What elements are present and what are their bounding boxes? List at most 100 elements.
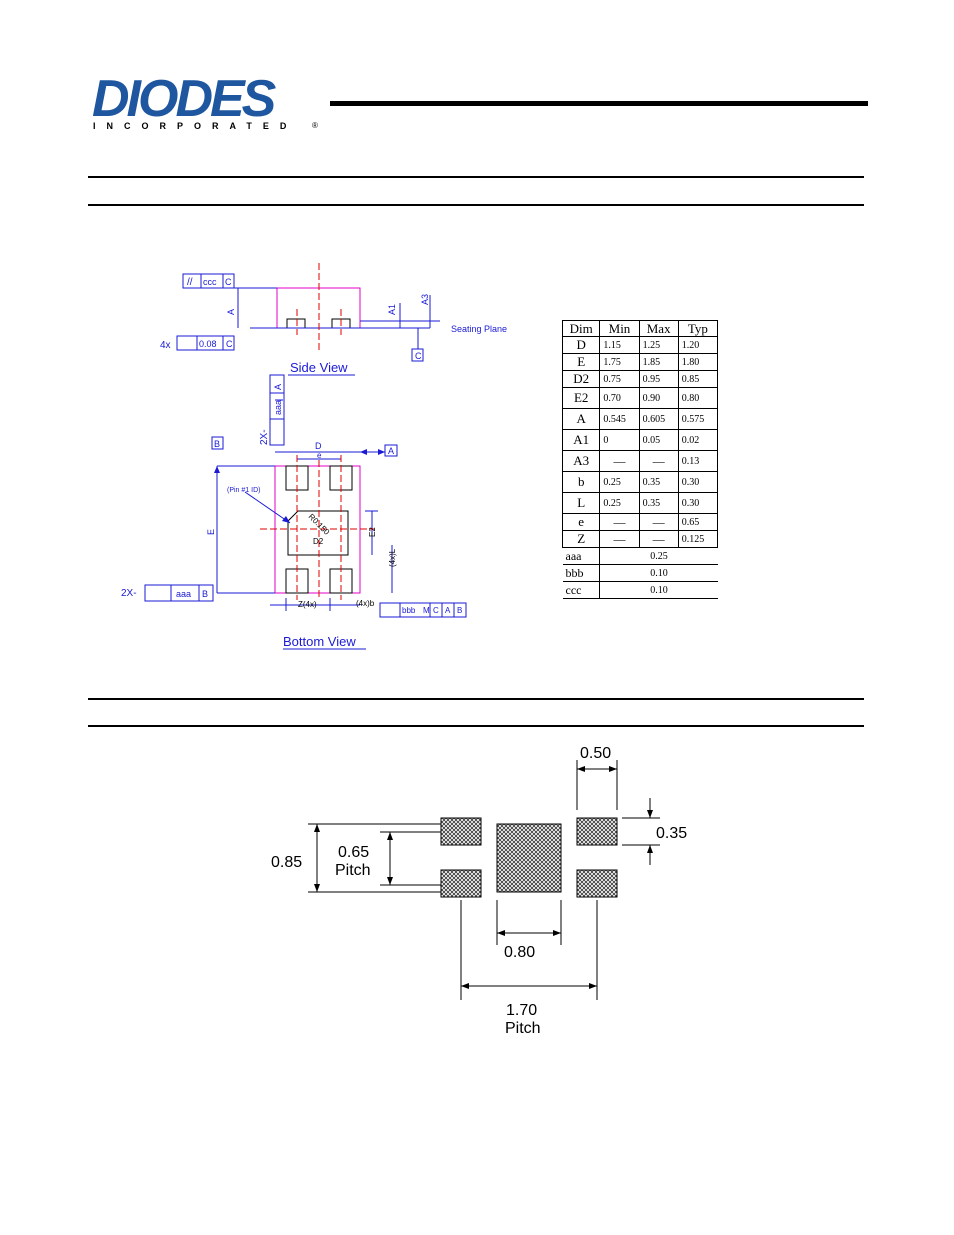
diodes-logo: DIODES INCORPORATED ® xyxy=(92,72,318,131)
label-a-vert: A xyxy=(273,384,283,390)
pad-bottom-left xyxy=(440,869,482,898)
cell-min: 1.75 xyxy=(599,353,640,371)
col-header-min: Min xyxy=(599,320,640,337)
label-2x-left: 2X- xyxy=(121,588,137,599)
label-d2: D2 xyxy=(313,537,324,546)
label-a-frame: A xyxy=(388,446,394,456)
cell-max: 0.05 xyxy=(638,429,679,451)
label-bbb: bbb xyxy=(402,606,416,615)
side-view-label: Side View xyxy=(290,360,348,375)
cell-max: 0.35 xyxy=(638,492,679,514)
trademark-symbol: ® xyxy=(312,121,318,130)
cell-max: 0.90 xyxy=(638,387,679,409)
cell-max: — xyxy=(638,450,679,472)
cell-max: 0.605 xyxy=(638,408,679,430)
cell-min: 0.25 xyxy=(599,492,640,514)
pad-top-left xyxy=(440,817,482,846)
label-c-3: C xyxy=(415,351,422,361)
table-row: e——0.65 xyxy=(562,513,719,531)
cell-min: 0.25 xyxy=(599,471,640,493)
label-a1: A1 xyxy=(387,304,397,315)
section-rule-bottom-1 xyxy=(88,204,864,206)
label-aaa: aaa xyxy=(176,589,191,599)
table-row: Z——0.125 xyxy=(562,530,719,548)
cell-dim: Z xyxy=(562,530,601,548)
pitch-label-2: Pitch xyxy=(505,1020,541,1037)
cell-tol-dim: bbb xyxy=(562,564,601,582)
cell-min: 0.75 xyxy=(599,370,640,388)
bottom-view-label: Bottom View xyxy=(283,634,356,649)
pad-center xyxy=(496,823,562,893)
cell-tol-dim: aaa xyxy=(562,547,601,565)
label-b-frame: B xyxy=(214,439,220,449)
cell-typ: 0.30 xyxy=(677,492,719,514)
cell-max: 0.95 xyxy=(638,370,679,388)
cell-tol-dim: ccc xyxy=(562,581,601,599)
cell-max: — xyxy=(638,530,679,548)
pin1-label: (Pin #1 ID) xyxy=(227,487,260,494)
col-header-typ: Typ xyxy=(677,320,719,337)
cell-tol-value: 0.10 xyxy=(599,581,718,599)
dim-0-85: 0.85 xyxy=(271,854,302,871)
cell-dim: b xyxy=(562,471,601,493)
dim-0-80: 0.80 xyxy=(504,944,535,961)
svg-text://: // xyxy=(187,277,193,288)
label-e-pitch: e xyxy=(317,451,322,460)
label-b-2: B xyxy=(202,589,208,599)
col-header-dim: Dim xyxy=(562,320,601,337)
cell-dim: A xyxy=(562,408,601,430)
label-a3: A3 xyxy=(420,294,430,305)
logo-subtext: INCORPORATED xyxy=(93,121,297,131)
label-b-4: B xyxy=(457,606,462,615)
cell-min: — xyxy=(599,513,640,531)
cell-dim: A1 xyxy=(562,429,601,451)
label-d: D xyxy=(315,441,322,451)
cell-typ: 0.13 xyxy=(677,450,719,472)
label-c-4: C xyxy=(433,606,439,615)
label-ccc: ccc xyxy=(203,277,217,287)
pad-layout-drawing: 0.50 0.35 0.85 0.65 Pitch 0.80 1.70 Pitc… xyxy=(271,745,687,1037)
cell-tol-value: 0.10 xyxy=(599,564,718,582)
cell-min: 0.545 xyxy=(599,408,640,430)
label-c-2: C xyxy=(226,339,233,349)
cell-typ: 0.80 xyxy=(677,387,719,409)
cell-max: 1.85 xyxy=(638,353,679,371)
label-aaa-vert: aaa xyxy=(273,400,283,415)
side-view-pad-left xyxy=(286,318,306,329)
section-rule-top-2 xyxy=(88,698,864,700)
label-c-1: C xyxy=(225,277,232,287)
cell-min: 0 xyxy=(599,429,640,451)
dim-0-50: 0.50 xyxy=(580,745,611,762)
cell-max: — xyxy=(638,513,679,531)
cell-tol-value: 0.25 xyxy=(599,547,718,565)
logo-text: DIODES xyxy=(92,72,277,128)
cell-min: — xyxy=(599,530,640,548)
cell-dim: L xyxy=(562,492,601,514)
cell-max: 0.35 xyxy=(638,471,679,493)
label-z4x: Z(4x) xyxy=(298,600,317,609)
label-e2: E2 xyxy=(368,527,377,537)
table-row: A3——0.13 xyxy=(562,450,719,472)
dim-0-35: 0.35 xyxy=(656,825,687,842)
cell-dim: E xyxy=(562,353,601,371)
header-rule xyxy=(330,101,868,106)
label-2x-vert: 2X- xyxy=(259,429,270,445)
cell-typ: 0.65 xyxy=(677,513,719,531)
cell-typ: 0.30 xyxy=(677,471,719,493)
section-rule-bottom-2 xyxy=(88,725,864,727)
pitch-label-1: Pitch xyxy=(335,862,371,879)
cell-dim: E2 xyxy=(562,387,601,409)
cell-dim: e xyxy=(562,513,601,531)
cell-typ: 0.125 xyxy=(677,530,719,548)
dim-0-65: 0.65 xyxy=(338,844,369,861)
pad-bottom-right xyxy=(576,869,618,898)
